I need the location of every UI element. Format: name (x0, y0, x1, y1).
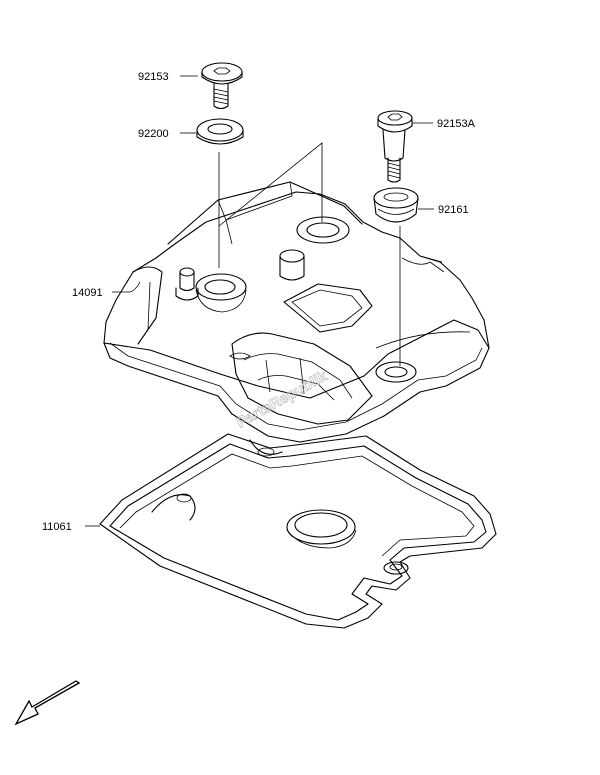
label-gasket[interactable]: 11061 (42, 521, 100, 533)
svg-text:92153: 92153 (138, 71, 169, 83)
label-washer[interactable]: 92200 (138, 128, 196, 140)
washer-92200[interactable] (196, 118, 244, 145)
svg-text:92153A: 92153A (437, 118, 476, 130)
label-cylinder-head-cover[interactable]: 14091 (72, 281, 141, 299)
bolt-92153a[interactable] (377, 110, 413, 183)
watermark-text: PartsRepublik (234, 367, 331, 431)
gasket-11061[interactable] (99, 433, 497, 629)
assembly-guide-lines (218, 142, 401, 366)
svg-text:92200: 92200 (138, 128, 169, 140)
front-direction-arrow-icon (14, 680, 81, 726)
svg-text:11061: 11061 (42, 521, 72, 533)
svg-text:92161: 92161 (438, 204, 469, 216)
svg-text:14091: 14091 (72, 287, 103, 299)
label-bolt-a[interactable]: 92153A (412, 118, 476, 130)
cylinder-head-cover-14091[interactable] (103, 181, 490, 443)
bolt-92153[interactable] (201, 62, 243, 110)
grommet-92161[interactable] (373, 187, 419, 223)
label-bolt[interactable]: 92153 (138, 71, 198, 83)
label-grommet[interactable]: 92161 (418, 204, 469, 216)
